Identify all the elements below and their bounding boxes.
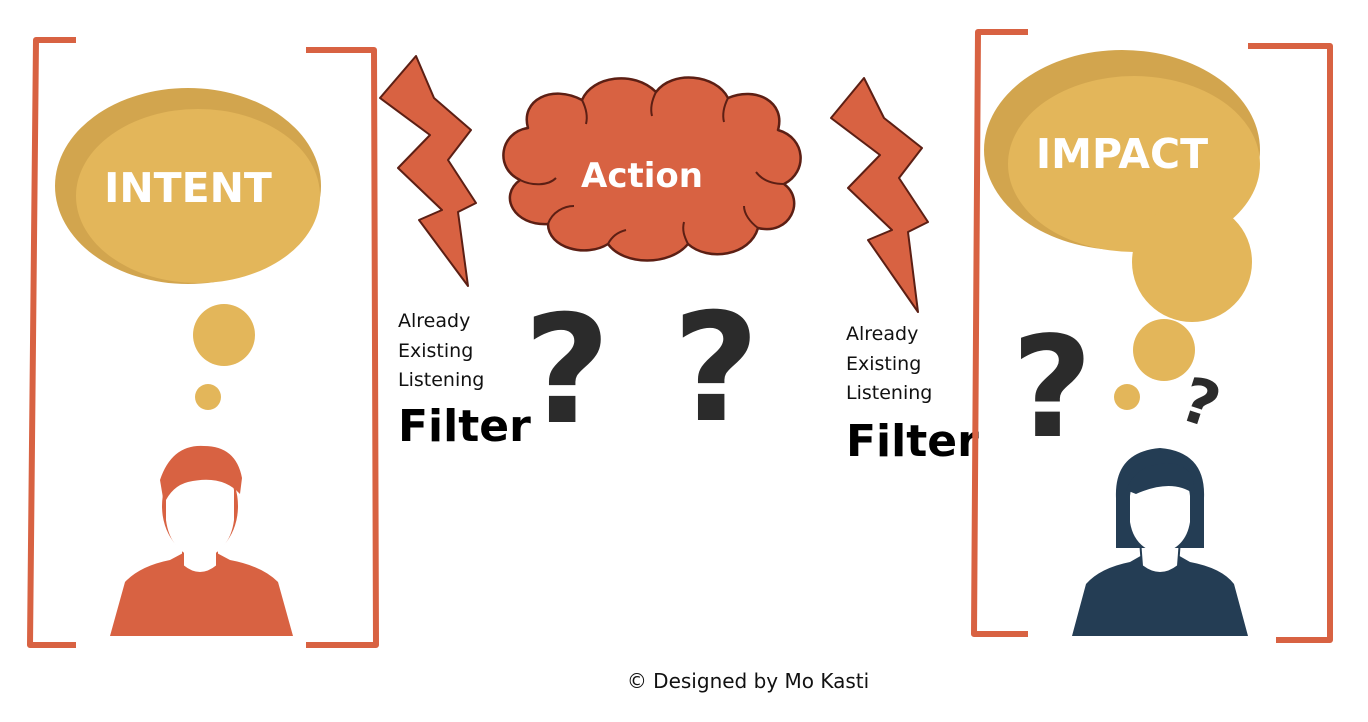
right-bracket-open: [971, 29, 1028, 637]
right-bracket-close: [1248, 43, 1333, 643]
intent-panel: INTENT: [27, 37, 379, 648]
lightning-bolt-icon-left: [379, 55, 477, 287]
question-mark-icon-3: ?: [1011, 307, 1092, 470]
impact-thought-bubble: IMPACT: [984, 50, 1260, 410]
filter-right-line1: Already: [846, 323, 918, 345]
filter-right-line2: Existing: [846, 353, 921, 375]
woman-silhouette-icon: [1072, 448, 1248, 636]
filter-right-title: Filter: [846, 416, 979, 467]
intent-label: INTENT: [104, 164, 272, 212]
left-bracket-open: [27, 37, 76, 648]
filter-left-line3: Listening: [398, 369, 484, 391]
question-mark-icon-1: ?: [523, 284, 610, 458]
filter-left-line1: Already: [398, 310, 470, 332]
filter-left-title: Filter: [398, 401, 531, 452]
filter-left: Already Existing Listening Filter: [398, 310, 531, 452]
action-label: Action: [581, 156, 703, 196]
filter-right: Already Existing Listening Filter: [846, 323, 979, 467]
filter-left-line2: Existing: [398, 340, 473, 362]
impact-label: IMPACT: [1036, 130, 1208, 178]
left-bracket-close: [306, 47, 379, 648]
question-mark-icon-2: ?: [672, 282, 759, 456]
impact-panel: IMPACT: [971, 29, 1333, 643]
credit-text: © Designed by Mo Kasti: [627, 669, 869, 693]
intent-thought-bubble: INTENT: [55, 88, 321, 410]
action-cloud: Action: [502, 76, 802, 262]
filter-right-line3: Listening: [846, 382, 932, 404]
lightning-bolt-icon-right: [830, 77, 929, 313]
man-silhouette-icon: [110, 445, 293, 636]
